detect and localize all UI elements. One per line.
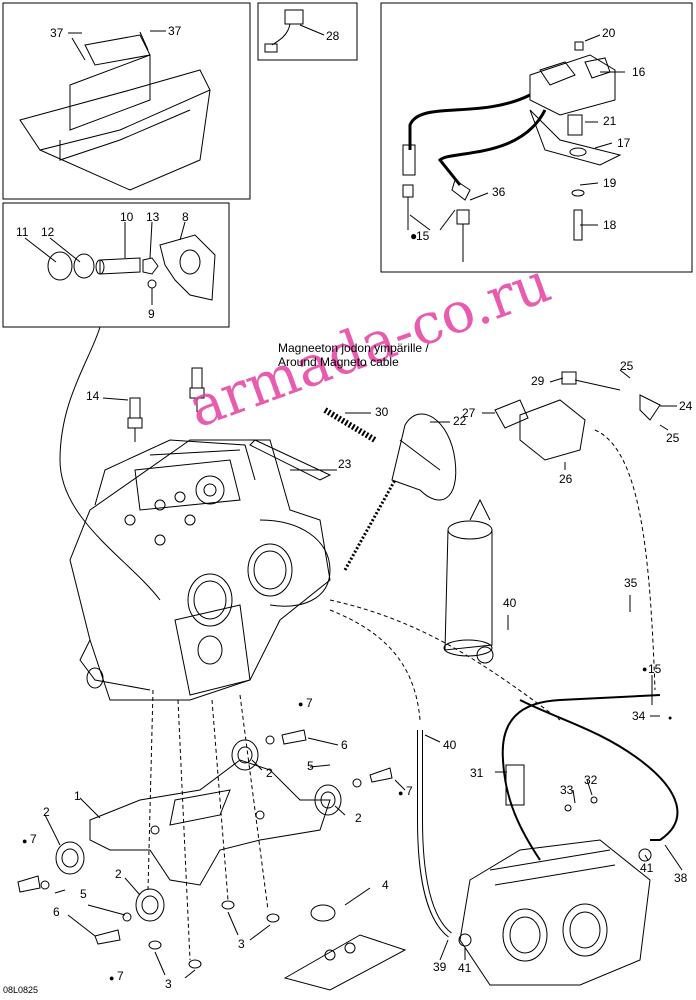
callout-2: 2 xyxy=(43,805,50,819)
callout-12: 12 xyxy=(41,225,55,239)
callout-21: 21 xyxy=(603,114,617,128)
oil-drop-icon: ● xyxy=(298,699,304,709)
diagram-code: 08L0825 xyxy=(3,985,39,995)
callout-14: 14 xyxy=(86,389,100,403)
callout-34: 34 xyxy=(632,709,646,723)
oil-drop-icon: ● xyxy=(22,836,28,846)
magneto-cable-note-line1: Magneeton jodon ympärille / xyxy=(278,341,429,355)
magneto-cable-drawing xyxy=(249,407,457,571)
callout-29: 29 xyxy=(531,374,545,388)
callout-17: 17 xyxy=(617,136,631,150)
callout-32: 32 xyxy=(584,773,598,787)
callout-28: 28 xyxy=(326,29,340,43)
callout-22: 22 xyxy=(453,414,467,428)
fuel-filter xyxy=(505,764,525,806)
ignition-coil-drawing xyxy=(402,41,622,262)
inset-frame-sensor xyxy=(2,202,230,328)
callout-15: 15 xyxy=(648,662,662,676)
leader-lines xyxy=(24,24,683,979)
callout-24: 24 xyxy=(679,399,693,413)
callout-5: 5 xyxy=(307,759,314,773)
magneto-cable-note-line2: Around Magneto cable xyxy=(278,355,399,369)
callout-40: 40 xyxy=(443,738,457,752)
fuel-hose-right xyxy=(519,699,679,841)
fuel-hose-left xyxy=(417,730,452,938)
callout-2: 2 xyxy=(115,867,122,881)
fuel-hose xyxy=(501,694,661,861)
oil-drop-icon: ● xyxy=(109,973,115,983)
callout-16: 16 xyxy=(632,65,646,79)
oil-drop-icon: ● xyxy=(410,229,418,243)
callout-41: 41 xyxy=(458,961,472,975)
callout-26: 26 xyxy=(559,472,573,486)
callout-4: 4 xyxy=(382,878,389,892)
carburetor-drawing xyxy=(458,839,652,986)
inset-frame-ignition-switch xyxy=(257,2,358,61)
ignition-switch-drawing xyxy=(264,9,304,53)
engine-drawing xyxy=(69,439,331,701)
callout-18: 18 xyxy=(603,218,617,232)
callout-13: 13 xyxy=(146,210,160,224)
callout-40: 40 xyxy=(503,596,517,610)
sensor-cable xyxy=(59,326,161,601)
oil-drop-icon: ● xyxy=(668,715,673,722)
magneto-cable-note: Magneeton jodon ympärille / Around Magne… xyxy=(278,341,429,369)
callout-2: 2 xyxy=(266,766,273,780)
relay-bracket-drawing xyxy=(494,371,661,461)
oil-drop-icon: ● xyxy=(642,664,648,674)
callout-7: 7 xyxy=(117,969,124,983)
callout-7: 7 xyxy=(406,784,413,798)
inset-frame-top-left xyxy=(2,2,251,200)
callout-5: 5 xyxy=(80,887,87,901)
callout-2: 2 xyxy=(355,811,362,825)
callout-8: 8 xyxy=(182,210,189,224)
console-bracket-drawing xyxy=(19,31,211,191)
callout-37: 37 xyxy=(50,26,64,40)
callout-9: 9 xyxy=(148,307,155,321)
callout-20: 20 xyxy=(602,26,616,40)
callout-3: 3 xyxy=(165,977,172,991)
callout-30: 30 xyxy=(375,405,389,419)
callout-25: 25 xyxy=(666,431,680,445)
callout-41: 41 xyxy=(640,861,654,875)
callout-37: 37 xyxy=(168,24,182,38)
callout-33: 33 xyxy=(560,783,574,797)
callout-23: 23 xyxy=(338,457,352,471)
callout-7: 7 xyxy=(30,832,37,846)
callout-25: 25 xyxy=(620,359,634,373)
sensor-parts-drawing xyxy=(47,234,216,301)
inset-frame-ignition-coil xyxy=(380,2,693,273)
spark-plugs-drawing xyxy=(127,367,205,442)
callout-11: 11 xyxy=(16,225,29,239)
callout-6: 6 xyxy=(341,738,348,752)
callout-6: 6 xyxy=(53,905,60,919)
callout-38: 38 xyxy=(674,871,688,885)
engine-mount-drawing xyxy=(17,729,407,991)
oil-drop-icon: ● xyxy=(398,788,404,798)
callout-3: 3 xyxy=(238,937,245,951)
callout-31: 31 xyxy=(470,766,484,780)
callout-39: 39 xyxy=(433,960,447,974)
callout-36: 36 xyxy=(492,185,506,199)
leader-lines-dashed xyxy=(147,429,656,961)
callout-35: 35 xyxy=(624,576,638,590)
tank-drawing xyxy=(443,498,494,664)
callout-19: 19 xyxy=(603,176,617,190)
callout-10: 10 xyxy=(120,210,134,224)
callout-27: 27 xyxy=(462,406,476,420)
callout-15: 15 xyxy=(416,229,430,243)
callout-1: 1 xyxy=(74,789,81,803)
callout-7: 7 xyxy=(306,696,313,710)
